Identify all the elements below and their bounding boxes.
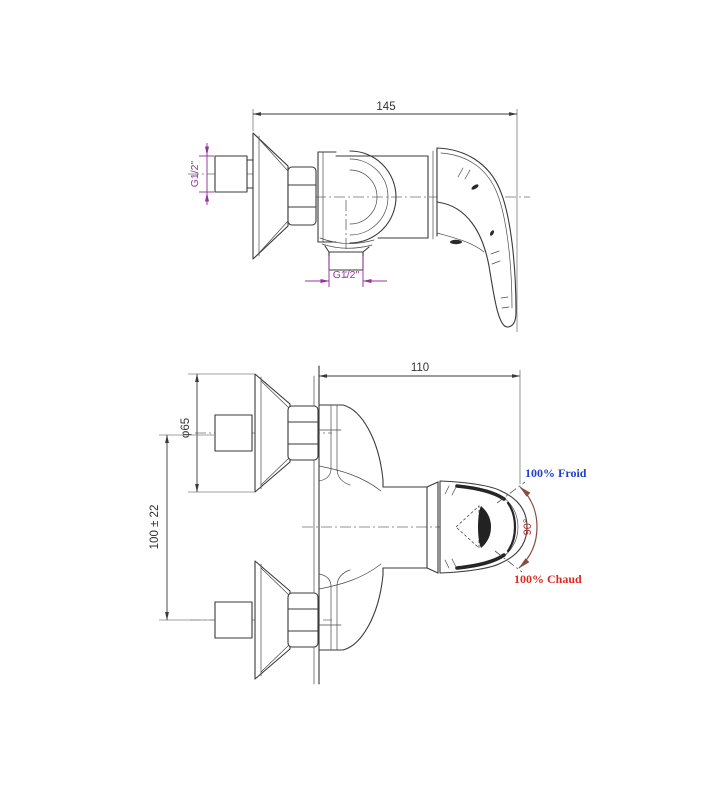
knob-lever-edge (455, 484, 506, 501)
valve-body-side (317, 150, 434, 244)
wall-inlet-nipple (214, 155, 254, 193)
handle-detail-mark (489, 230, 495, 236)
dim-100-22: 100 ± 22 (149, 434, 214, 621)
angle-90-label: 90° (522, 519, 534, 536)
knob-lever-edge (455, 553, 506, 570)
side-view: 145 G1/2" (188, 101, 530, 332)
hot-label: 100% Chaud (514, 572, 582, 586)
lever-handle-side (436, 147, 517, 328)
dim-phi65: φ65 (180, 373, 254, 493)
shower-outlet (319, 237, 375, 271)
dim-outlet-thread-label: G1/2" (333, 269, 360, 281)
brand-logo-mark (478, 506, 491, 548)
cold-label: 100% Froid (525, 466, 587, 480)
rotation-annotation: 90° 100% Froid 100% Chaud (494, 466, 587, 586)
dim-100-22-label: 100 ± 22 (149, 505, 161, 550)
handle-knob-front (439, 480, 528, 574)
dim-110-label: 110 (411, 362, 429, 374)
dim-145-label: 145 (376, 101, 395, 113)
bottom-inlet-assembly (214, 560, 319, 680)
union-nut-side (287, 166, 317, 226)
front-view: 110 (149, 362, 587, 685)
dim-outlet-thread: G1/2" (305, 256, 387, 287)
dim-inlet-thread-label: G1/2" (189, 160, 201, 187)
top-inlet-assembly (214, 373, 319, 493)
handle-detail-mark (450, 239, 462, 245)
dim-inlet-thread: G1/2" (189, 143, 214, 205)
valve-body-front (318, 404, 439, 651)
wall-flange-side (252, 132, 289, 260)
rotation-arc (518, 486, 538, 569)
handle-detail-mark (471, 184, 479, 190)
dim-phi65-label: φ65 (180, 418, 192, 438)
dim-110: 110 (318, 362, 521, 484)
dim-145: 145 (252, 101, 518, 332)
